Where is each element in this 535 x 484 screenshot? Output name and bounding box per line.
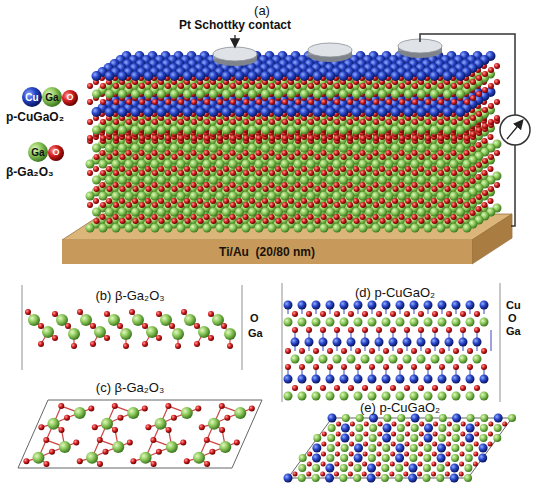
plate-side [472,214,512,264]
atom-symbol: Cu [25,92,38,103]
heterostructure-slab [86,51,502,233]
atom-symbol: O [508,312,517,324]
callout-label: Pt Schottky contact [179,19,291,32]
layer-name: p-CuGaO₂ [6,111,64,124]
panel-letter: (a) [254,4,270,18]
structure-panels [23,301,516,483]
panel-title: (e) p-CuGaO₂ [360,401,440,415]
atom-symbol: O [250,312,259,324]
atom-symbol: Ga [31,147,44,158]
atom-symbol: O [66,93,73,103]
atom-symbol: O [52,148,59,158]
atom-symbol: Ga [45,92,58,103]
panel-title: (b) β-Ga₂O₃ [95,289,164,303]
atom-symbol: Ga [248,327,263,339]
layer-name: β-Ga₂O₃ [6,166,54,179]
wire [511,145,515,226]
atom-symbol: Ga [506,325,521,337]
leader-arrow [234,35,235,46]
meter-symbol [500,115,530,145]
panel-title: (c) β-Ga₂O₃ [96,381,164,395]
electrode-plate: Ti/Au (20/80 nm) [62,240,472,264]
electrode-label: Ti/Au (20/80 nm) [219,245,315,259]
meter-needle [507,121,522,139]
panel-title: (d) p-CuGaO₂ [355,286,435,300]
wire [420,34,515,115]
unit-cell [18,400,262,468]
unit-cell [288,418,512,478]
atom-key [22,87,78,162]
atom-symbol: Cu [506,299,521,311]
pt-contacts [213,39,442,66]
